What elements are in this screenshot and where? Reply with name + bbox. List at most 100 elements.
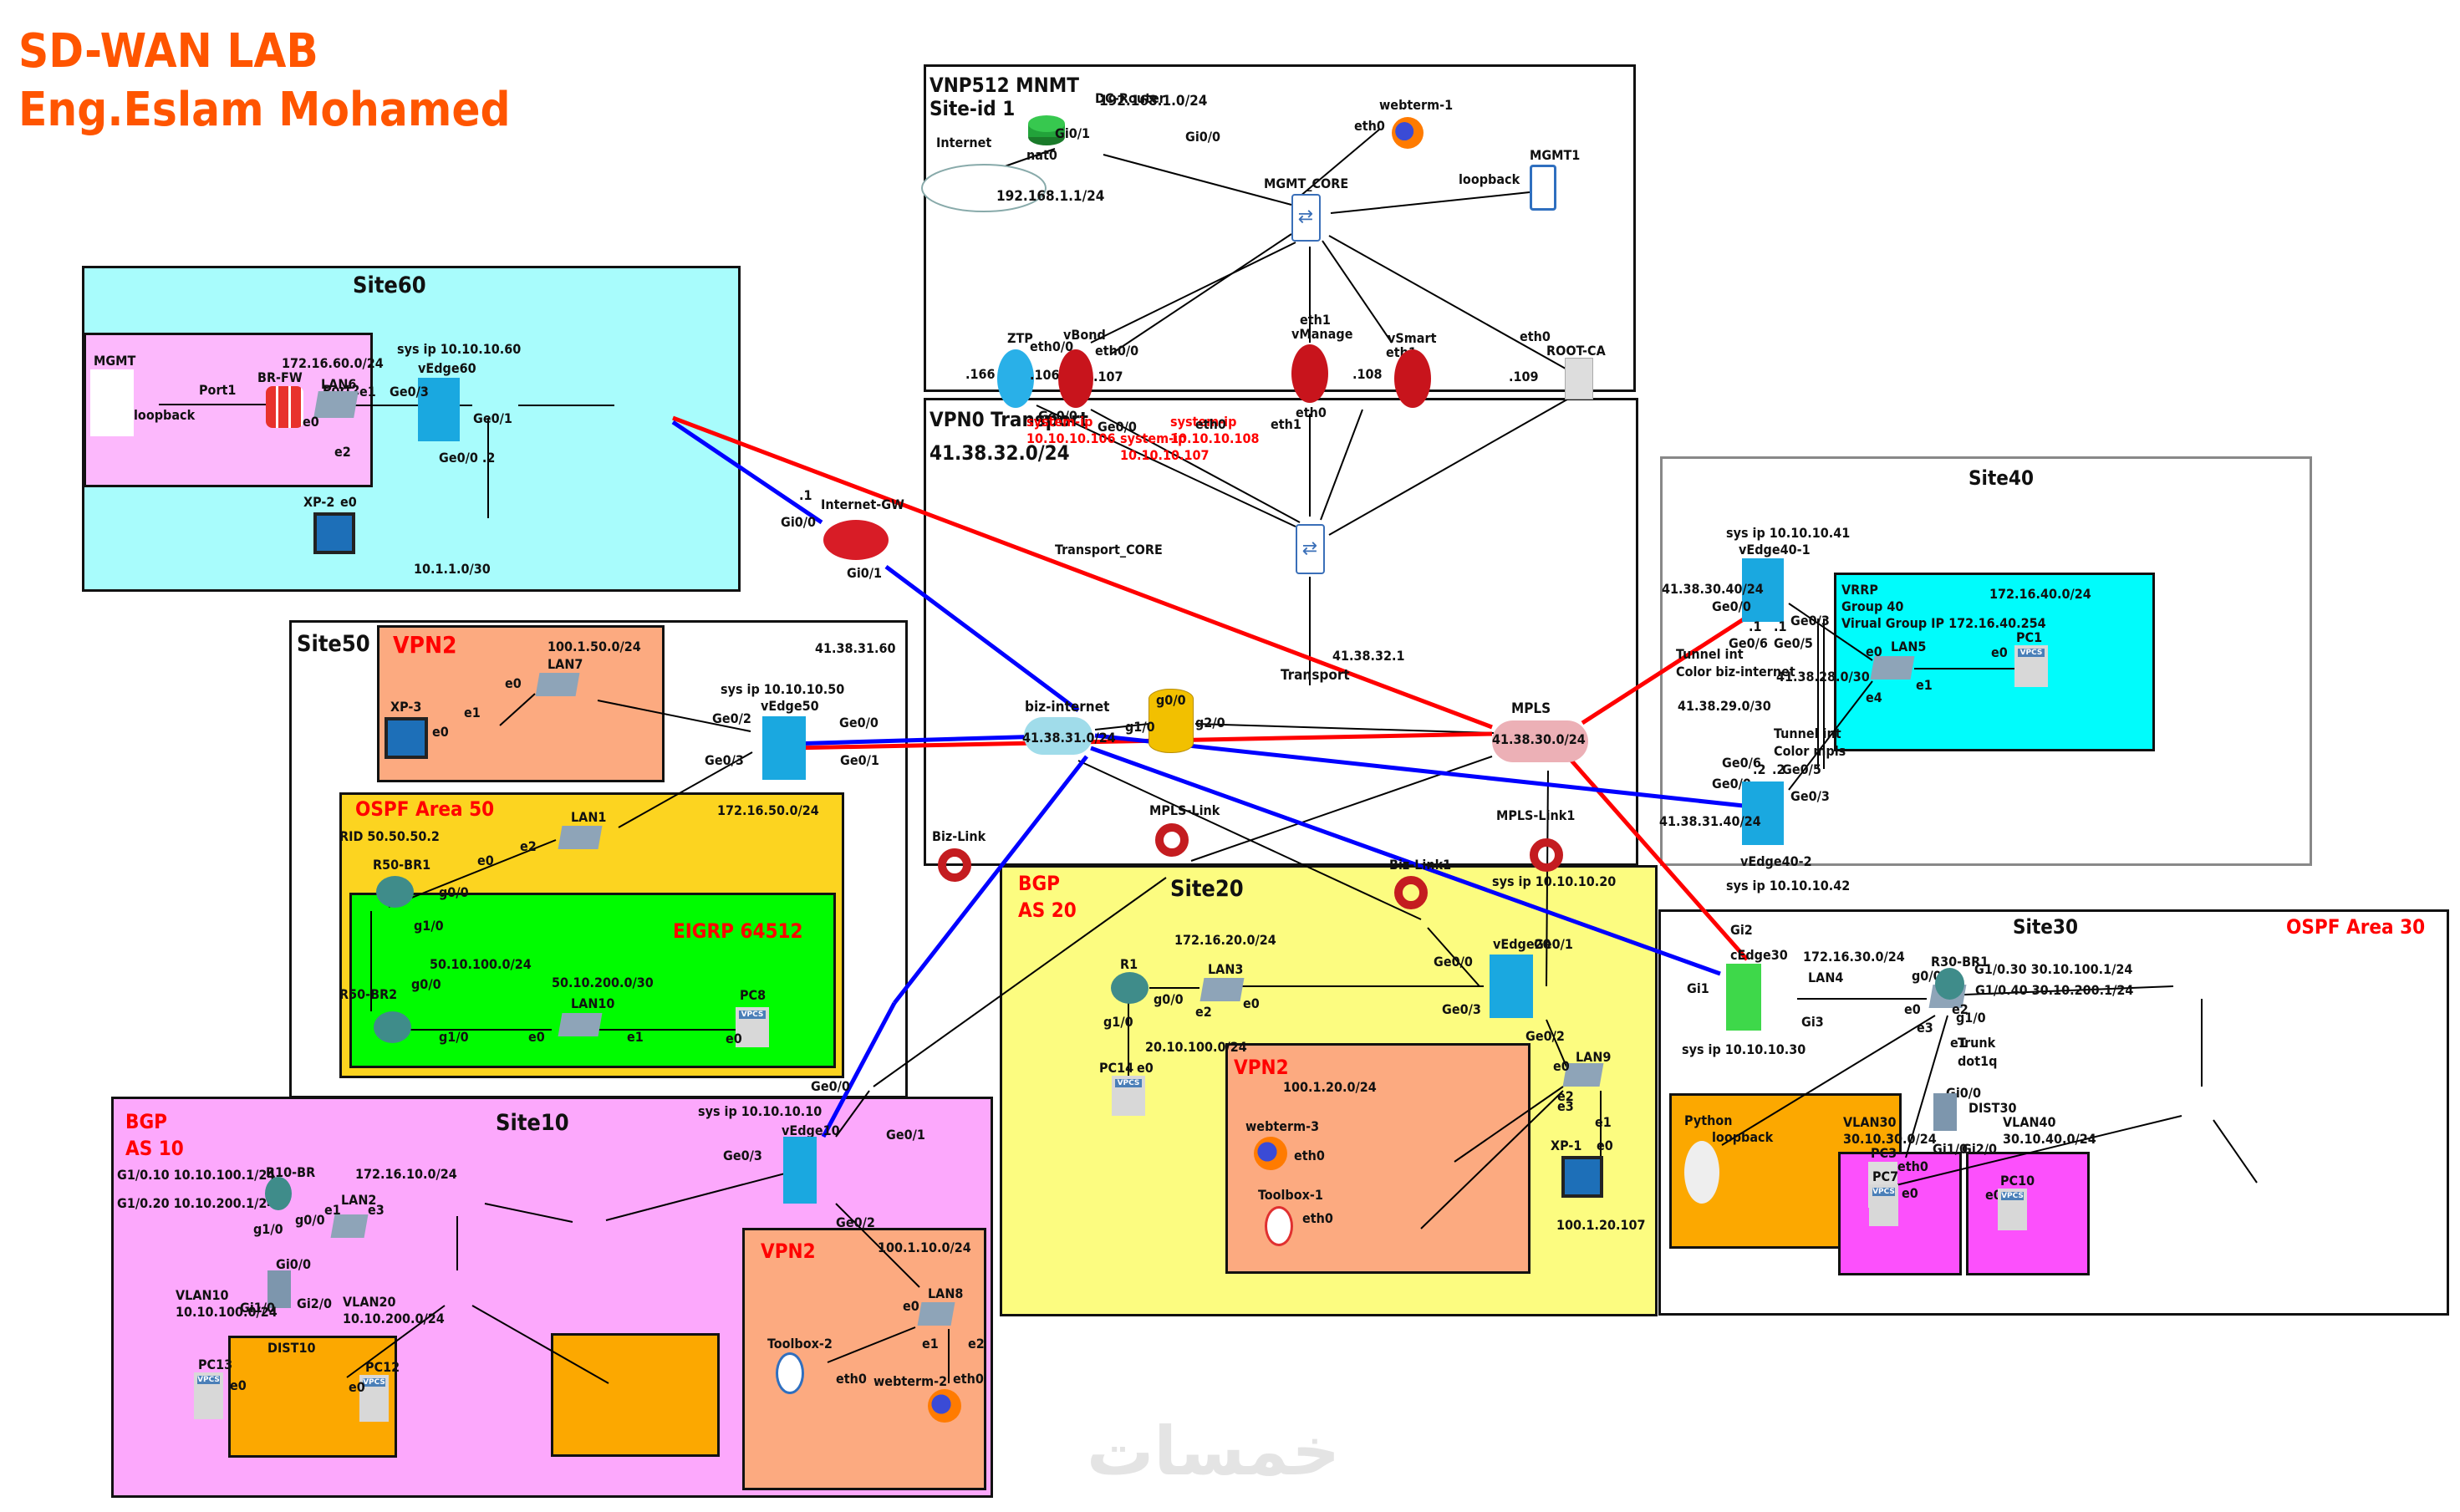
lan5-switch-icon[interactable] — [1870, 656, 1915, 680]
webterm2-eth0: eth0 — [953, 1371, 984, 1387]
site60-mgmt-user-icon[interactable] — [90, 369, 134, 436]
biz-internet-subnet: 41.38.31.0/24 — [1022, 730, 1116, 746]
transport-router-icon[interactable] — [1149, 689, 1194, 753]
mpls-link1-gear-icon[interactable] — [1530, 838, 1563, 872]
rootca-linux-icon[interactable] — [1565, 358, 1593, 400]
pc1-vpcs-icon[interactable]: VPCS — [2014, 645, 2048, 687]
vsmart-icon[interactable] — [1394, 349, 1431, 408]
dc-gi01-label: Gi0/1 — [1055, 125, 1091, 141]
pc8-vpcs-icon[interactable]: VPCS — [736, 1007, 769, 1047]
vedge40-1-mpls-ip: 41.38.30.40/24 — [1662, 581, 1764, 597]
lan3-label: LAN3 — [1208, 961, 1244, 977]
cedge30-label: cEdge30 — [1730, 947, 1788, 963]
site10-bgp: BGP — [125, 1110, 167, 1133]
dist10-l3switch-icon[interactable] — [267, 1270, 291, 1308]
mpls-link-gear-icon[interactable] — [1155, 823, 1189, 857]
pc10-vpcs-icon[interactable]: VPCS — [1998, 1189, 2027, 1230]
transport-g20: g2/0 — [1195, 715, 1225, 731]
dc-router-icon[interactable] — [1026, 114, 1067, 147]
vedge10-ge03: Ge0/3 — [723, 1148, 762, 1163]
vlan10-label: VLAN10 — [176, 1287, 229, 1303]
dist30-l3switch-icon[interactable] — [1933, 1093, 1957, 1131]
site30-subnet: 172.16.30.0/24 — [1803, 949, 1905, 965]
lan8-switch-icon[interactable] — [917, 1302, 955, 1326]
mpls-cloud-icon[interactable] — [1492, 720, 1588, 762]
toolbox1-server-icon[interactable] — [1265, 1206, 1293, 1246]
site10-vpn2-subnet: 100.1.10.0/24 — [878, 1240, 971, 1255]
vedge20-icon[interactable] — [1490, 955, 1533, 1018]
r30br1-router-icon[interactable] — [1935, 968, 1964, 1000]
biz-link1-gear-icon[interactable] — [1394, 876, 1428, 909]
lan3-switch-icon[interactable] — [1199, 978, 1245, 1001]
ztp-ip166: .166 — [965, 366, 996, 382]
link-dist-pc13 — [346, 1305, 446, 1378]
xp2-monitor-icon[interactable] — [313, 512, 355, 554]
br-fw-firewall-icon[interactable] — [266, 386, 303, 428]
vbond-eth00: eth0/0 — [1095, 343, 1139, 359]
internet-gw-router-icon[interactable] — [823, 520, 889, 560]
gw-ip-label: 192.168.1.1/24 — [996, 188, 1105, 205]
ztp-icon[interactable] — [997, 349, 1034, 408]
pc12-label: PC12 — [365, 1359, 400, 1375]
r50br2-router-icon[interactable] — [374, 1011, 411, 1043]
pc12-vpcs-icon[interactable]: VPCS — [359, 1375, 389, 1422]
r10br-router-icon[interactable] — [265, 1177, 292, 1210]
lan8-e0: e0 — [903, 1298, 919, 1314]
vedge60-icon[interactable] — [418, 378, 460, 441]
pc14-vpcs-icon[interactable]: VPCS — [1112, 1076, 1145, 1116]
link-rootca-tcore — [1328, 396, 1572, 536]
vedge40-1-icon[interactable] — [1742, 558, 1784, 622]
vedge40-2-icon[interactable] — [1742, 781, 1784, 845]
lan2-switch-icon[interactable] — [330, 1214, 369, 1238]
vsmart-eth0: eth0 — [1195, 416, 1226, 432]
site10-subnet: 172.16.10.0/24 — [355, 1166, 457, 1182]
vpn0-subnet: 41.38.32.0/24 — [930, 441, 1070, 465]
link-vedge50-lan1 — [618, 751, 753, 828]
mgmt1-laptop-icon[interactable] — [1530, 165, 1556, 211]
site50-vpn2-subnet: 100.1.50.0/24 — [548, 639, 641, 654]
lan1-e2: e2 — [520, 838, 537, 854]
webterm3-firefox-icon[interactable] — [1254, 1137, 1287, 1170]
biz-internet-cloud-icon[interactable] — [1024, 717, 1092, 755]
r50br1-router-icon[interactable] — [376, 876, 414, 908]
pc7-vpcs-icon[interactable]: VPCS — [1869, 1184, 1898, 1226]
python-label: Python — [1684, 1112, 1733, 1128]
trunk-line2: dot1q — [1958, 1053, 1998, 1069]
site50-wan-ip: 41.38.31.60 — [815, 640, 896, 656]
vbond-icon[interactable] — [1058, 349, 1093, 408]
webterm1-eth0: eth0 — [1354, 118, 1385, 134]
cedge30-icon[interactable] — [1726, 964, 1761, 1031]
watermark: خمسات — [1087, 1413, 1341, 1490]
biz-link-gear-icon[interactable] — [938, 848, 971, 882]
xp3-monitor-icon[interactable] — [385, 717, 428, 759]
vedge50-ge02: Ge0/2 — [712, 710, 751, 726]
transport-core-label: Transport_CORE — [1055, 542, 1163, 557]
lan10-switch-icon[interactable] — [558, 1013, 603, 1036]
lab-title: SD-WAN LAB — [18, 24, 318, 79]
pc13-vpcs-icon[interactable]: VPCS — [194, 1372, 223, 1419]
lan5-label: LAN5 — [1891, 639, 1927, 654]
xp1-monitor-icon[interactable] — [1561, 1156, 1603, 1198]
toolbox2-server-icon[interactable] — [776, 1352, 804, 1394]
vedge50-ge03: Ge0/3 — [705, 752, 744, 768]
lan7-switch-icon[interactable] — [535, 673, 580, 696]
vedge10-icon[interactable] — [783, 1137, 817, 1204]
link-vedge10-ge01 — [835, 1090, 870, 1138]
vedge40-1-ge00: Ge0/0 — [1712, 598, 1751, 614]
lan6-switch-icon[interactable] — [313, 391, 359, 418]
cedge30-gi1: Gi1 — [1687, 980, 1709, 996]
mgmt-core-switch-icon[interactable]: ⇄ — [1291, 194, 1321, 242]
vlan20-subnet: 10.10.200.0/24 — [343, 1311, 445, 1326]
r1-router-icon[interactable] — [1111, 972, 1149, 1004]
vbond-ge00: Ge0/0 — [1098, 419, 1137, 435]
transport-core-switch-icon[interactable]: ⇄ — [1296, 524, 1325, 574]
vmanage-icon[interactable] — [1291, 344, 1328, 403]
mpls-link-vedge60 — [672, 415, 1493, 730]
lan1-switch-icon[interactable] — [558, 826, 603, 849]
python-user-icon[interactable] — [1684, 1141, 1719, 1204]
webterm2-firefox-icon[interactable] — [928, 1389, 961, 1423]
webterm1-firefox-icon[interactable] — [1392, 117, 1424, 149]
vedge50-icon[interactable] — [762, 716, 806, 780]
link-v402-lan5 — [1788, 680, 1873, 791]
biz-link-vedge60-gw — [671, 420, 823, 525]
